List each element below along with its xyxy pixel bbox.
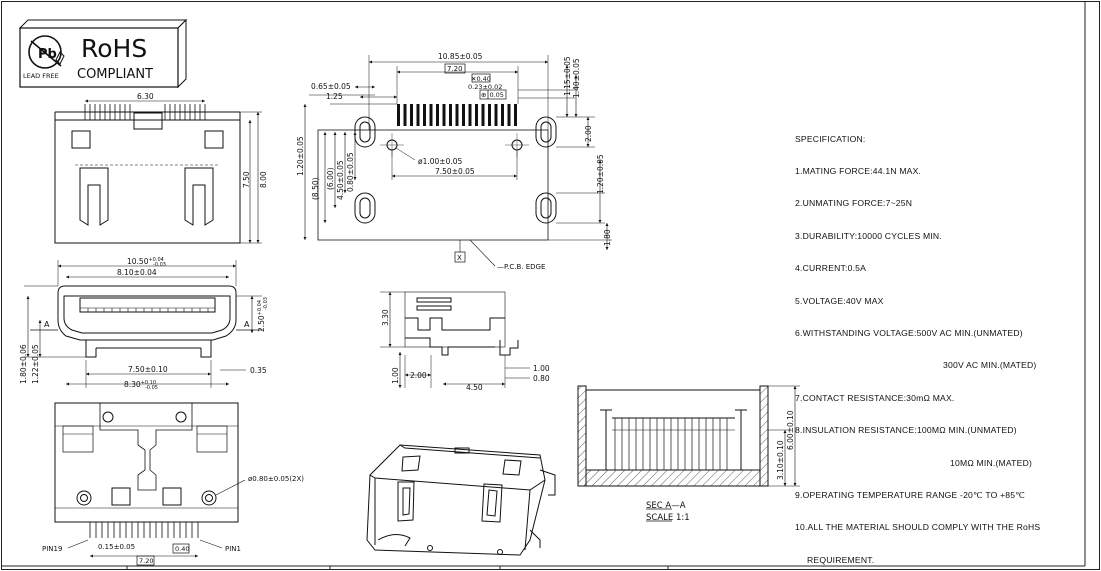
dim-side-2: 2.00: [410, 371, 427, 380]
dim-pcb-v5: 0.80±0.05: [346, 152, 355, 192]
dim-pcb-left1: 0.65±0.05: [311, 82, 351, 91]
section-mark-right: A: [244, 320, 250, 329]
dim-front-tail: 0.35: [250, 366, 267, 375]
dim-front-h1: 1.80±0.06: [19, 344, 28, 384]
dim-side-4: 1.00: [533, 364, 550, 373]
dim-pcb-v1: 1.20±0.05: [296, 136, 305, 176]
dim-front-right-tol-up: +0.04: [257, 300, 263, 315]
dim-front-base-tol-up: +0.10: [141, 380, 156, 386]
dim-pcb-pad: 0.23±0.02: [468, 83, 502, 91]
spec-item-continued: REQUIREMENT.: [807, 554, 875, 565]
spec-item: 7.CONTACT RESISTANCE:30mΩ MAX.: [795, 392, 955, 403]
spec-item: 4.CURRENT:0.5A: [795, 263, 867, 274]
dim-pcb-vr2: 1.80: [603, 229, 612, 246]
dim-pcb-span: 7.50±0.05: [435, 167, 475, 176]
pcb-pads: [397, 104, 517, 126]
section-label: SEC A—A: [646, 501, 686, 511]
bottom-view: [54, 402, 246, 566]
dim-front-right-tol-dn: -0.03: [263, 297, 269, 310]
spec-item: 3.DURABILITY:10000 CYCLES MIN.: [795, 230, 942, 241]
spec-item: 6.WITHSTANDING VOLTAGE:500V AC MIN.(UNMA…: [795, 327, 1023, 338]
dim-pcb-left2: 1.25: [326, 92, 343, 101]
dim-pcb-r1: 1.15±0.05: [563, 56, 572, 96]
dim-pcb-total: 10.85±0.05: [438, 52, 483, 61]
dim-pcb-vr: 1.20±0.05: [596, 154, 605, 194]
dim-pcb-pitch-box: ✕0.40: [471, 75, 491, 83]
spec-item-continued: 10MΩ MIN.(MATED): [950, 457, 1033, 468]
dim-side-3: 4.50: [466, 383, 483, 392]
dim-bot-pitch: 0.15±0.05: [98, 543, 135, 551]
dim-top-h2: 8.00: [259, 171, 268, 188]
dim-front-outer-tol-up: +0.04: [148, 257, 163, 263]
dim-top-h1: 7.50: [242, 171, 251, 188]
dim-side-h: 3.30: [381, 309, 390, 326]
dim-front-right: 2.50+0.04: [257, 300, 266, 332]
section-a-a-view: [577, 385, 800, 522]
dim-sec-h1: 3.10±0.10: [776, 440, 785, 480]
dim-pcb-v4: 4.50±0.05: [336, 160, 345, 200]
spec-item-continued: 300V AC MIN.(MATED): [943, 360, 1037, 371]
pcb-layout-view: [303, 55, 612, 267]
dim-front-inner: 8.10±0.04: [117, 268, 157, 277]
dim-pcb-box1: 7.20: [447, 65, 463, 73]
spec-item: 10.ALL THE MATERIAL SHOULD COMPLY WITH T…: [795, 522, 1041, 533]
lead-free-label: LEAD FREE: [23, 72, 59, 80]
rohs-subtitle: COMPLIANT: [77, 67, 153, 82]
spec-heading: SPECIFICATION:: [795, 133, 866, 144]
section-mark-left: A: [44, 320, 50, 329]
dim-front-pitch: 7.50±0.10: [128, 365, 168, 374]
isometric-view: [366, 444, 556, 556]
dim-top-width: 6.30: [137, 92, 154, 101]
spec-item: 8.INSULATION RESISTANCE:100MΩ MIN.(UNMAT…: [795, 425, 1017, 436]
dim-pcb-hole: ø1.00±0.05: [418, 157, 462, 166]
rohs-title: RoHS: [81, 34, 147, 63]
dim-front-base: 8.30+0.10: [124, 380, 156, 389]
spec-item: 2.UNMATING FORCE:7~25N: [795, 198, 913, 209]
top-view: [54, 99, 262, 244]
dim-bot-box1: 0.40: [175, 545, 189, 553]
lead-free-icon: Pb: [28, 35, 65, 69]
label-pin1: PIN1: [225, 545, 241, 553]
spec-item: 9.OPERATING TEMPERATURE RANGE -20℃ TO +8…: [795, 489, 1026, 500]
label-pcb-edge: —P.C.B. EDGE: [497, 263, 545, 271]
dim-pcb-v2: (8.50): [311, 177, 320, 200]
dim-side-5: 0.80: [533, 374, 550, 383]
side-view: [380, 291, 530, 388]
spec-item: 5.VOLTAGE:40V MAX: [795, 295, 884, 306]
spec-item: 1.MATING FORCE:44.1N MAX.: [795, 165, 922, 176]
dim-front-base-tol-dn: -0.05: [145, 385, 158, 391]
dim-front-h2: 1.22±0.05: [31, 344, 40, 384]
section-scale: SCALE 1:1: [646, 513, 690, 523]
dim-pcb-x: X: [457, 254, 462, 262]
dim-front-outer: 10.50+0.04: [127, 257, 164, 266]
rohs-badge: Pb LEAD FREE RoHS COMPLIANT: [18, 18, 188, 89]
top-pins: [84, 104, 206, 120]
dim-pcb-r3: 2.00: [584, 125, 593, 142]
dim-bot-hole: ø0.80±0.05(2X): [248, 475, 304, 483]
dim-pcb-r2: 1.40±0.05: [572, 58, 581, 98]
specification-block: SPECIFICATION: 1.MATING FORCE:44.1N MAX.…: [795, 112, 1040, 571]
dim-front-outer-tol-dn: -0.03: [153, 262, 166, 268]
dim-bot-box2: 7.20: [139, 557, 153, 565]
dim-pcb-v3: (6.00): [326, 167, 335, 190]
dim-side-1: 1.00: [391, 367, 400, 384]
label-pin19: PIN19: [42, 545, 62, 553]
dim-sec-h2: 6.00±0.10: [786, 410, 795, 450]
front-view: [24, 260, 262, 388]
dim-pcb-pos-box: ⊕0.05: [481, 91, 504, 99]
